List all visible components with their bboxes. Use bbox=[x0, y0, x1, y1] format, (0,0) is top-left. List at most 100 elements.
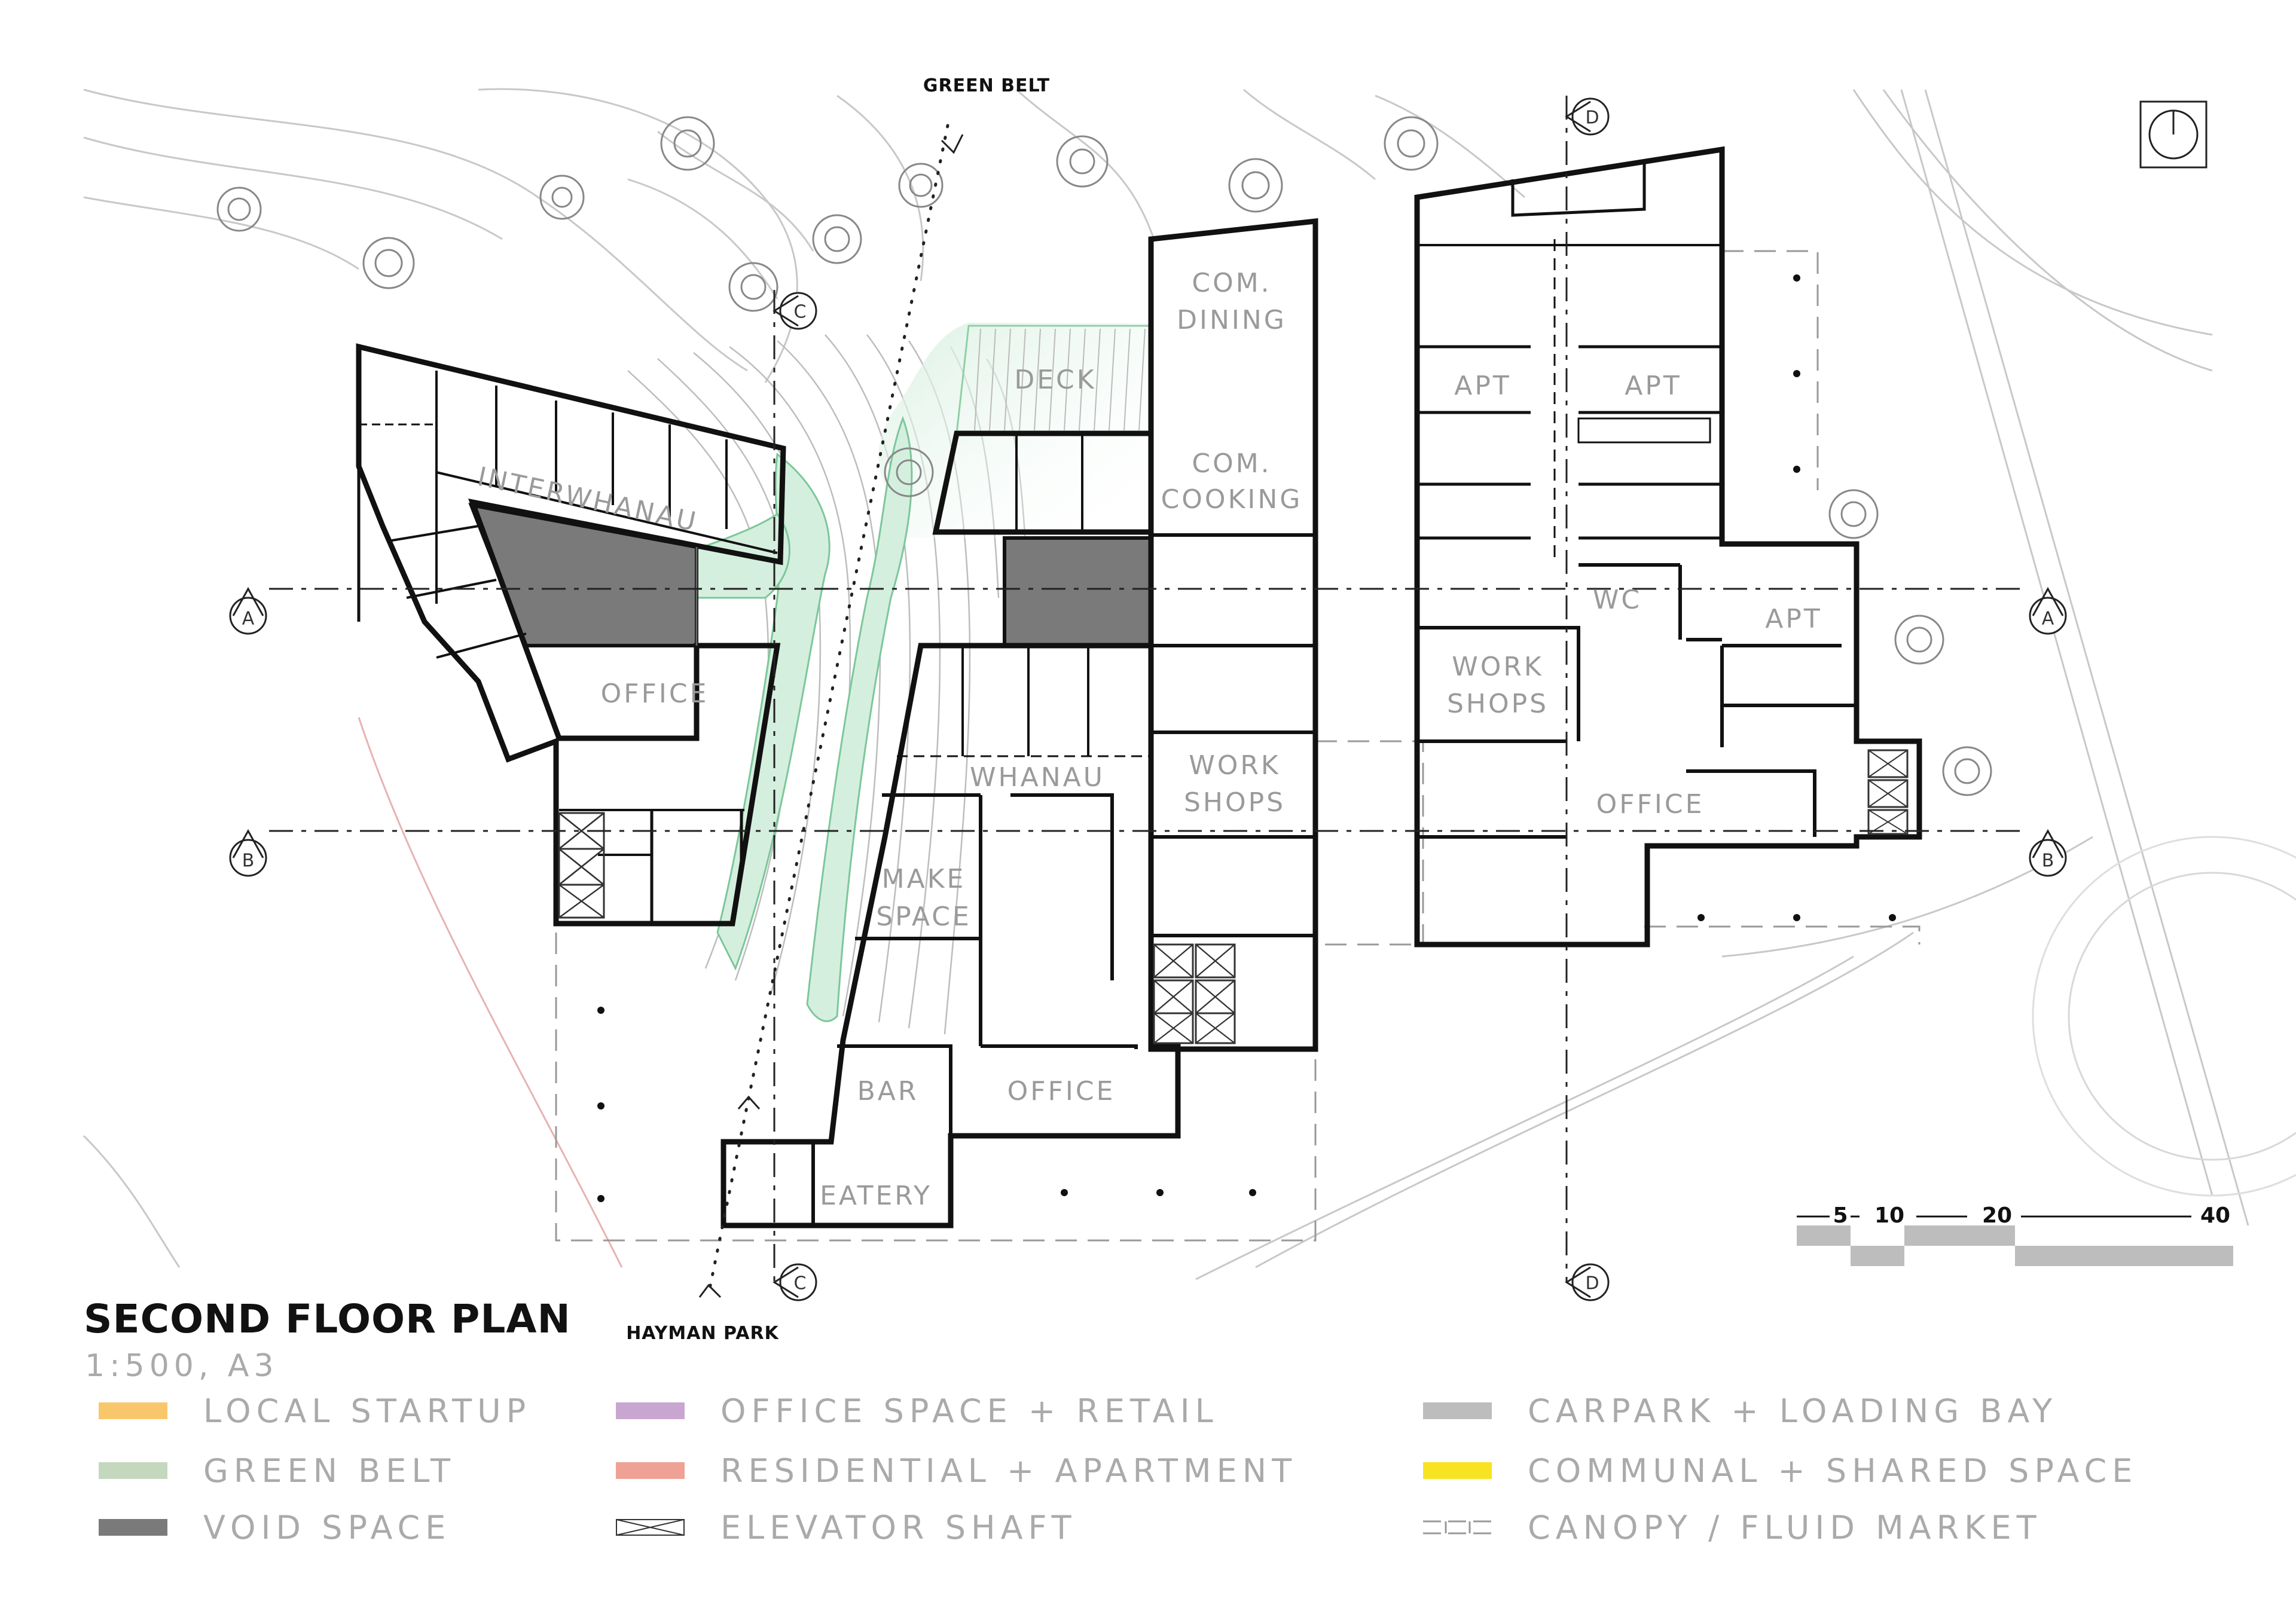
legend-item-residential: RESIDENTIAL + APARTMENT bbox=[616, 1450, 1297, 1491]
section-marker-b-west: B bbox=[229, 829, 267, 877]
section-marker-label: B bbox=[2042, 851, 2054, 872]
section-marker-b-east: B bbox=[2029, 829, 2067, 877]
road-label-green-belt: GREEN BELT bbox=[923, 75, 1050, 96]
section-marker-a-east: A bbox=[2029, 586, 2067, 635]
scale-bar: 5 10 20 40 bbox=[1797, 1203, 2233, 1266]
void-space-middle bbox=[1003, 536, 1153, 647]
section-marker-label: A bbox=[2042, 609, 2054, 629]
section-marker-label: B bbox=[242, 851, 255, 872]
road-label-hayman-park: HAYMAN PARK bbox=[626, 1323, 779, 1344]
legend-item-elevator-shaft: ELEVATOR SHAFT bbox=[616, 1506, 1077, 1548]
legend: LOCAL STARTUP GREEN BELT VOID SPACE OFFI… bbox=[0, 1390, 2296, 1569]
access-paths bbox=[707, 124, 949, 1296]
tree-icons bbox=[216, 116, 1992, 796]
legend-item-communal: COMMUNAL + SHARED SPACE bbox=[1423, 1450, 2138, 1491]
legend-label: RESIDENTIAL + APARTMENT bbox=[720, 1451, 1297, 1490]
elevator-shaft-west bbox=[558, 812, 605, 919]
legend-label: CANOPY / FLUID MARKET bbox=[1528, 1508, 2042, 1546]
chevron-icon bbox=[698, 1283, 722, 1298]
room-label-deck: DECK bbox=[1014, 365, 1096, 395]
plan-scale-note: 1:500, A3 bbox=[85, 1348, 279, 1384]
tree-icon bbox=[660, 116, 715, 171]
scale-tick: 10 bbox=[1874, 1203, 1904, 1228]
elevator-shaft-swatch-icon bbox=[616, 1519, 685, 1536]
section-marker-label: C bbox=[794, 302, 807, 323]
legend-label: COMMUNAL + SHARED SPACE bbox=[1528, 1451, 2138, 1490]
room-label-com-cooking: COM. bbox=[1192, 448, 1271, 479]
room-label-eatery: EATERY bbox=[820, 1181, 932, 1211]
section-marker-label: A bbox=[242, 609, 255, 629]
tree-icon bbox=[1384, 116, 1439, 171]
chevron-icon bbox=[737, 1095, 761, 1110]
room-label-workshops-east: WORK bbox=[1452, 652, 1544, 682]
room-label-apt: APT bbox=[1454, 371, 1512, 401]
tree-icon bbox=[1894, 615, 1944, 665]
section-marker-label: D bbox=[1585, 108, 1599, 129]
legend-label: ELEVATOR SHAFT bbox=[720, 1508, 1077, 1546]
elevator-shaft-east bbox=[1867, 749, 1909, 835]
room-label-office-east: OFFICE bbox=[1596, 789, 1705, 820]
scale-tick: 5 bbox=[1833, 1203, 1848, 1228]
tree-icon bbox=[1228, 158, 1283, 213]
north-arrow-icon bbox=[2139, 100, 2208, 169]
landscape-context bbox=[83, 88, 2296, 1280]
tree-icon bbox=[1056, 135, 1109, 188]
legend-swatch bbox=[99, 1462, 167, 1479]
legend-item-green-belt: GREEN BELT bbox=[99, 1450, 456, 1491]
section-marker-d-north: D bbox=[1565, 97, 1610, 136]
east-building bbox=[1414, 146, 1922, 947]
legend-swatch bbox=[99, 1519, 167, 1536]
scale-tick: 40 bbox=[2200, 1203, 2230, 1228]
section-markers: A A B B C C D D bbox=[229, 97, 2067, 1301]
legend-item-local-startup: LOCAL STARTUP bbox=[99, 1390, 531, 1432]
legend-item-carpark: CARPARK + LOADING BAY bbox=[1423, 1390, 2057, 1432]
room-label-whanau: WHANAU bbox=[970, 762, 1105, 793]
stair-icon bbox=[1577, 417, 1711, 444]
plan-title: SECOND FLOOR PLAN bbox=[84, 1296, 571, 1342]
section-marker-c-north: C bbox=[773, 292, 817, 330]
room-label-com-dining: DINING bbox=[1177, 305, 1287, 335]
legend-label: CARPARK + LOADING BAY bbox=[1528, 1392, 2058, 1430]
tree-icon bbox=[884, 447, 934, 497]
legend-swatch bbox=[616, 1462, 685, 1479]
room-label-make-space: SPACE bbox=[876, 901, 972, 932]
section-marker-a-west: A bbox=[229, 586, 267, 635]
tree-icon bbox=[539, 175, 585, 220]
room-label-make-space: MAKE bbox=[882, 864, 966, 894]
legend-label: OFFICE SPACE + RETAIL bbox=[720, 1392, 1219, 1430]
legend-item-void-space: VOID SPACE bbox=[99, 1506, 451, 1548]
tree-icon bbox=[216, 187, 262, 232]
tree-icon bbox=[812, 214, 862, 264]
legend-label: VOID SPACE bbox=[203, 1508, 451, 1546]
middle-building bbox=[720, 218, 1318, 1228]
scale-tick: 20 bbox=[1982, 1203, 2012, 1228]
room-label-com-cooking: COOKING bbox=[1161, 484, 1303, 515]
tree-icon bbox=[728, 262, 778, 312]
canopy-swatch-icon bbox=[1423, 1520, 1492, 1535]
tree-icon bbox=[1828, 489, 1879, 539]
room-label-wc: WC bbox=[1593, 585, 1642, 615]
canopy-outlines bbox=[555, 250, 1921, 1242]
room-label-workshops-mid: WORK bbox=[1189, 750, 1281, 781]
tree-icon bbox=[362, 237, 415, 289]
chevron-icon bbox=[941, 134, 964, 154]
section-lines bbox=[269, 96, 2027, 1282]
room-label-workshops-mid: SHOPS bbox=[1184, 787, 1286, 818]
legend-swatch bbox=[616, 1402, 685, 1419]
tree-icon bbox=[1942, 746, 1992, 796]
room-label-apt: APT bbox=[1765, 604, 1822, 634]
section-marker-label: C bbox=[794, 1273, 807, 1294]
legend-swatch bbox=[1423, 1462, 1492, 1479]
legend-swatch bbox=[1423, 1402, 1492, 1419]
legend-item-canopy: CANOPY / FLUID MARKET bbox=[1423, 1506, 2042, 1548]
section-marker-label: D bbox=[1585, 1273, 1599, 1294]
room-label-com-dining: COM. bbox=[1192, 268, 1271, 298]
legend-label: GREEN BELT bbox=[203, 1451, 456, 1490]
legend-label: LOCAL STARTUP bbox=[203, 1392, 532, 1430]
room-label-bar: BAR bbox=[857, 1076, 919, 1107]
room-label-office-west: OFFICE bbox=[601, 678, 709, 709]
west-building bbox=[356, 343, 786, 927]
legend-swatch bbox=[99, 1402, 167, 1419]
tree-icon bbox=[898, 163, 944, 208]
